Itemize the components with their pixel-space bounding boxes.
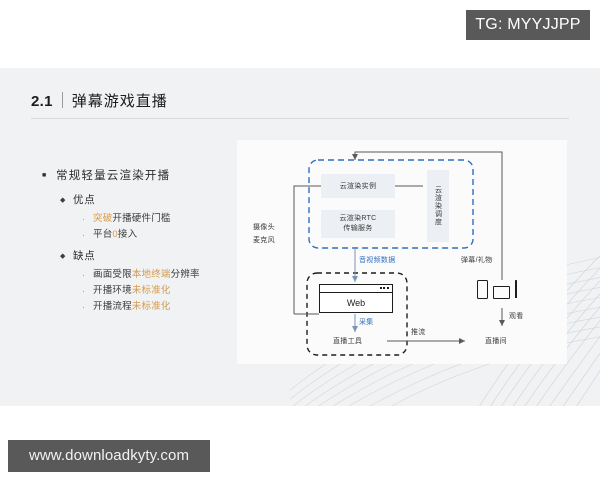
camera-label: 摄像头 xyxy=(253,224,275,231)
list-item-text: 开播环境未标准化 xyxy=(93,285,171,296)
list-item: · 突破开播硬件门槛 xyxy=(82,212,232,226)
bullet-heading-label: 常规轻量云渲染开播 xyxy=(56,170,171,182)
bullet-list: ■ 常规轻量云渲染开播 ◆ 优点 · 突破开播硬件门槛 · 平台0接入 ◆ 缺点 xyxy=(42,168,232,316)
square-bullet-icon: ■ xyxy=(42,172,47,179)
dot-bullet-icon: · xyxy=(82,270,85,280)
list-item-text: 开播流程未标准化 xyxy=(93,301,171,312)
diamond-bullet-icon: ◆ xyxy=(60,197,66,204)
presentation-slide: 2.1 弹幕游戏直播 ■ 常规轻量云渲染开播 ◆ 优点 · 突破开播硬件门槛 ·… xyxy=(0,68,600,406)
list-item: · 开播流程未标准化 xyxy=(82,300,232,314)
slide-number: 2.1 xyxy=(31,93,53,110)
tablet-icon xyxy=(493,286,510,299)
list-item-text: 平台0接入 xyxy=(93,229,138,240)
telegram-watermark-badge: TG: MYYJJPP xyxy=(466,10,590,40)
list-item: · 开播环境未标准化 xyxy=(82,284,232,298)
browser-dots-icon xyxy=(379,287,389,289)
page-title: 弹幕游戏直播 xyxy=(71,93,168,110)
browser-title-bar xyxy=(320,285,392,293)
list-item: · 画面受限本地终端分辨率 xyxy=(82,268,232,282)
bullet-group-label: 优点 xyxy=(73,194,96,206)
push-stream-label: 推流 xyxy=(411,329,426,336)
slide-title: 2.1 弹幕游戏直播 xyxy=(31,90,168,111)
live-tool-label: 直播工具 xyxy=(333,338,363,345)
bullet-heading: ■ 常规轻量云渲染开播 xyxy=(42,168,232,184)
title-separator xyxy=(61,92,63,108)
web-window-label: Web xyxy=(346,297,366,308)
cloud-render-instance-box: 云渲染实例 xyxy=(321,174,395,198)
architecture-diagram: 云渲染实例 云渲染RTC 传输服务 云渲染调度 摄像头 麦克风 音视频数据 We… xyxy=(237,140,567,364)
dot-bullet-icon: · xyxy=(82,286,85,296)
list-item-text: 突破开播硬件门槛 xyxy=(93,213,171,224)
diagram-connectors xyxy=(293,151,505,356)
viewer-devices xyxy=(477,280,532,299)
dot-bullet-icon: · xyxy=(82,302,85,312)
web-browser-window: Web xyxy=(319,284,393,313)
bullet-group-label: 缺点 xyxy=(73,250,96,262)
capture-label: 采集 xyxy=(359,319,374,326)
phone-icon xyxy=(477,280,488,299)
av-data-label: 音视频数据 xyxy=(359,257,396,264)
title-underline xyxy=(31,118,569,119)
microphone-label: 麦克风 xyxy=(253,237,275,244)
url-watermark-badge: www.downloadkyty.com xyxy=(8,440,210,472)
bullet-group-pros: ◆ 优点 xyxy=(60,193,232,208)
live-room-label: 直播间 xyxy=(485,338,507,345)
cloud-render-group-boundary xyxy=(308,159,474,249)
danmaku-gift-label: 弹幕/礼物 xyxy=(461,257,493,264)
cloud-render-rtc-box: 云渲染RTC 传输服务 xyxy=(321,210,395,238)
watch-label: 观看 xyxy=(509,313,524,320)
list-item-text: 画面受限本地终端分辨率 xyxy=(93,269,200,280)
dot-bullet-icon: · xyxy=(82,214,85,224)
laptop-icon xyxy=(515,280,532,299)
list-item: · 平台0接入 xyxy=(82,228,232,242)
bullet-group-cons: ◆ 缺点 xyxy=(60,249,232,264)
diamond-bullet-icon: ◆ xyxy=(60,253,66,260)
cloud-render-scheduler-box: 云渲染调度 xyxy=(427,170,449,242)
dot-bullet-icon: · xyxy=(82,230,85,240)
